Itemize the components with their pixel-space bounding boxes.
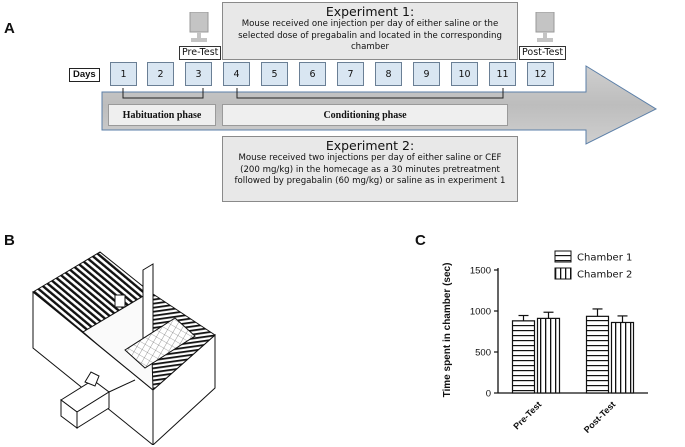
day-box: 8 — [375, 62, 402, 86]
day-box: 7 — [337, 62, 364, 86]
pre-test-label: Pre-Test — [179, 46, 222, 60]
day-box: 12 — [527, 62, 554, 86]
habituation-phase: Habituation phase — [108, 104, 216, 126]
experiment2-title: Experiment 2: — [325, 138, 415, 153]
x-category-label: Post-Test — [582, 399, 618, 435]
day-box: 2 — [147, 62, 174, 86]
day-box: 10 — [451, 62, 478, 86]
legend-swatch — [554, 267, 572, 280]
conditioning-phase: Conditioning phase — [222, 104, 508, 126]
day-box: 11 — [489, 62, 516, 86]
days-label: Days — [69, 68, 100, 82]
day-box: 3 — [185, 62, 212, 86]
day-box: 9 — [413, 62, 440, 86]
day-box: 6 — [299, 62, 326, 86]
panel-label-b: B — [4, 232, 15, 249]
experiment1-text: Mouse received one injection per day of … — [238, 19, 502, 52]
bar-pre-test-series-1 — [511, 320, 536, 394]
y-tick-label: 1000 — [470, 307, 491, 318]
bar-post-test-series-1 — [585, 315, 610, 394]
bar-pre-test-series-2 — [536, 317, 561, 394]
bar-post-test-series-2 — [610, 321, 635, 394]
chart-ylabel: Time spent in chamber (sec) — [442, 263, 453, 398]
panel-label-c: C — [415, 232, 426, 249]
experiment1-title: Experiment 1: — [325, 4, 415, 19]
panel-label-a: A — [4, 20, 15, 37]
day-box: 4 — [223, 62, 250, 86]
day-box: 1 — [110, 62, 137, 86]
post-test-camera-icon — [535, 12, 555, 42]
experiment2-text: Mouse received two injections per day of… — [234, 153, 506, 186]
chamber-time-chart: Time spent in chamber (sec) 0 500 1000 1500… — [442, 250, 648, 435]
experiment2-box: Experiment 2: Mouse received two injecti… — [222, 136, 518, 202]
y-tick-label: 500 — [475, 348, 491, 359]
y-tick-label: 0 — [486, 389, 491, 400]
legend-label: Chamber 1 — [577, 253, 632, 264]
x-category-label: Pre-Test — [511, 399, 543, 431]
legend-swatch — [554, 250, 572, 263]
conditioning-apparatus-drawing — [32, 251, 216, 445]
y-tick-label: 1500 — [470, 266, 491, 277]
day-box: 5 — [261, 62, 288, 86]
pre-test-camera-icon — [189, 12, 209, 42]
post-test-label: Post-Test — [519, 46, 567, 60]
legend-label: Chamber 2 — [577, 270, 632, 281]
experiment1-box: Experiment 1: Mouse received one injecti… — [222, 2, 518, 60]
phase-brackets — [122, 88, 504, 99]
